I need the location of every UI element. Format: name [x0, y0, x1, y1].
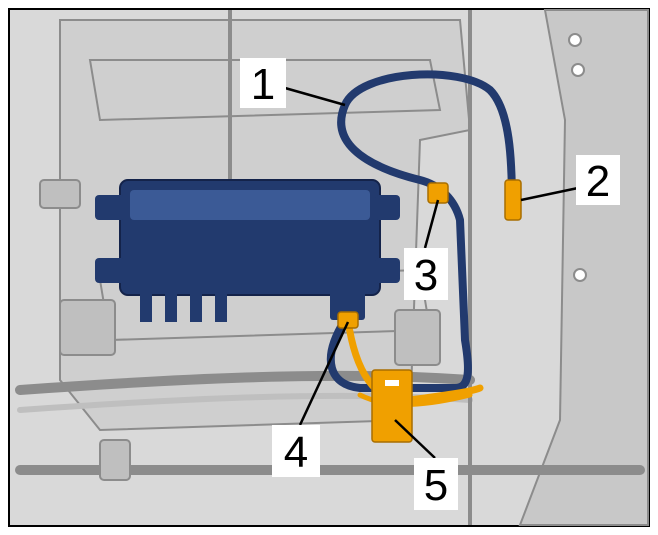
- callout-5: 5: [414, 458, 458, 510]
- mount-hole: [568, 33, 582, 47]
- leader-1: [284, 86, 346, 107]
- callout-3-label: 3: [414, 251, 438, 300]
- seat-frame: [15, 9, 649, 526]
- callout-labels: 1 2 3 4 5: [240, 58, 620, 510]
- leader-4: [298, 321, 350, 426]
- seat-back-rib-top: [88, 59, 442, 122]
- callout-4: 4: [272, 425, 320, 477]
- mount-hole: [573, 268, 587, 282]
- callout-5-label: 5: [424, 461, 448, 510]
- module-top-face: [130, 190, 370, 220]
- callout-3-box: [404, 248, 448, 300]
- module-pin: [140, 292, 152, 322]
- callout-2-box: [576, 155, 620, 205]
- callout-leaders: [284, 86, 579, 459]
- module-mount-tab: [375, 258, 400, 283]
- callout-3: 3: [404, 248, 448, 300]
- control-unit-module: [95, 179, 400, 322]
- module-pin: [190, 292, 202, 322]
- frame-clip: [39, 179, 81, 209]
- callout-1-label: 1: [251, 60, 275, 109]
- holder-slot: [385, 380, 399, 386]
- module-mount-tab: [95, 258, 125, 283]
- connector-clip-icon: [504, 179, 522, 221]
- callout-2-label: 2: [586, 157, 610, 206]
- module-pin: [215, 292, 227, 322]
- connector-clip-icon: [337, 311, 359, 329]
- leader-3: [423, 199, 440, 249]
- module-mount-tab: [375, 195, 400, 220]
- side-bracket: [518, 9, 649, 526]
- callout-5-box: [414, 458, 458, 510]
- callout-1-box: [240, 58, 286, 108]
- callout-4-label: 4: [284, 428, 308, 477]
- module-mount-tab: [95, 195, 125, 220]
- frame-clip: [99, 439, 131, 481]
- callout-1: 1: [240, 58, 286, 109]
- harness-holder-bracket: [371, 369, 413, 443]
- orange-harness: [337, 179, 522, 443]
- mount-hole: [571, 63, 585, 77]
- leader-5: [394, 419, 436, 459]
- module-pin: [165, 292, 177, 322]
- frame-clip: [394, 309, 441, 366]
- leader-2: [520, 186, 579, 202]
- callout-2: 2: [576, 155, 620, 206]
- frame-clip: [59, 299, 116, 356]
- callout-4-box: [272, 425, 320, 477]
